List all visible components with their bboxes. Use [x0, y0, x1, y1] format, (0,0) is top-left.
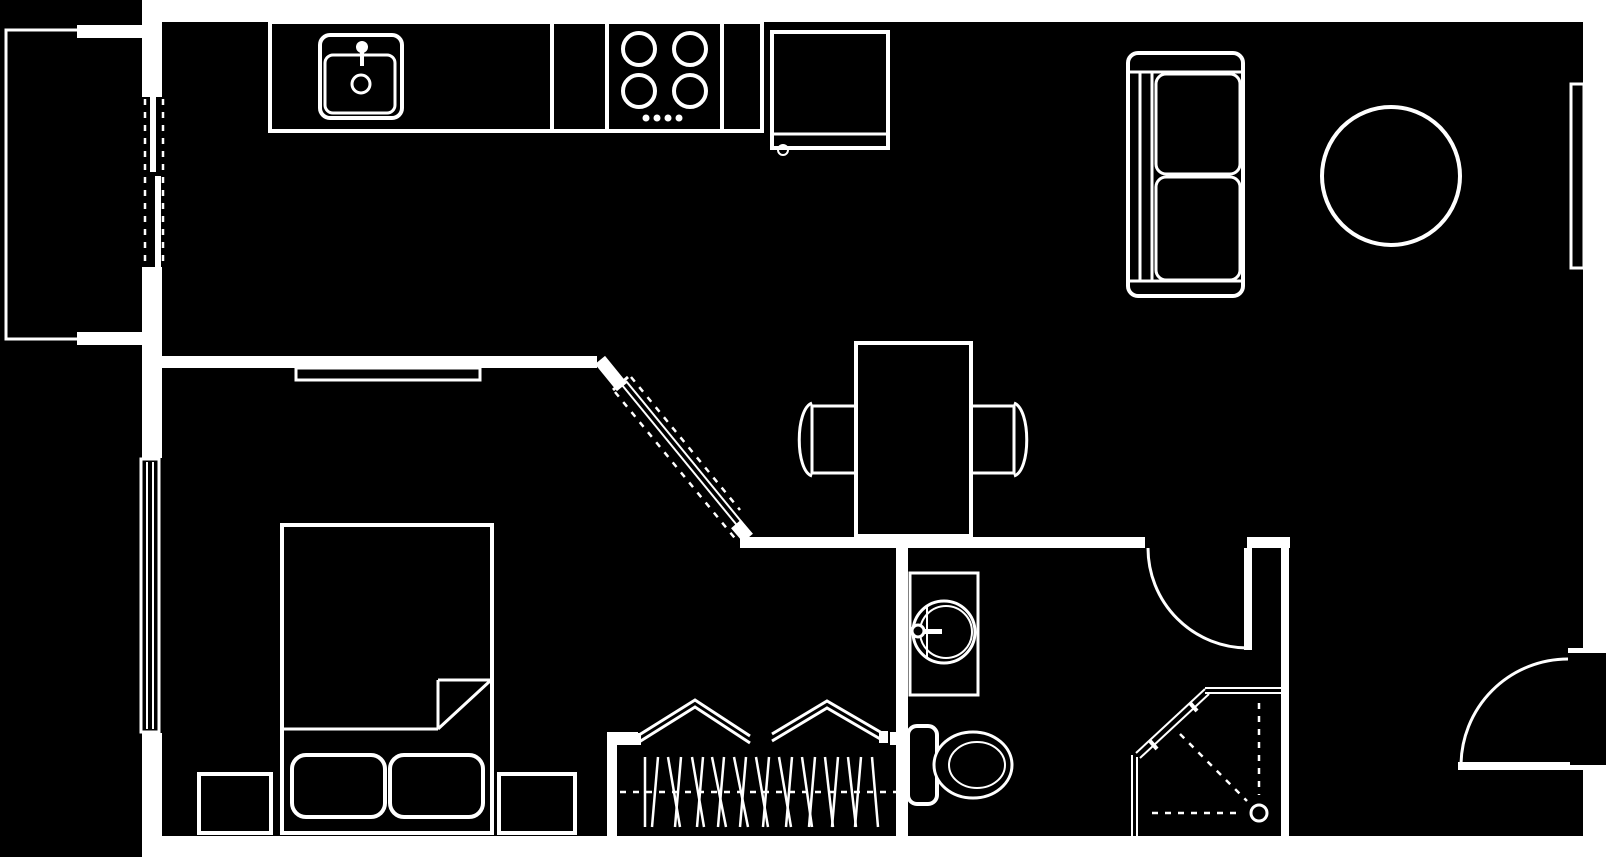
bathroom-sink-icon [908, 571, 980, 697]
walls [142, 0, 1606, 857]
toilet-icon [906, 724, 1014, 806]
radiator-icon [294, 366, 482, 382]
dining-chair-right-icon [968, 401, 1029, 478]
nightstand-left-icon [197, 772, 273, 835]
pillow-left-icon [290, 753, 387, 819]
sofa-icon [1126, 51, 1245, 298]
balcony [4, 25, 142, 345]
stove-icon [621, 31, 708, 122]
nightstand-right-icon [497, 772, 577, 835]
window-left-icon [139, 457, 161, 734]
dining-table-icon [854, 341, 973, 538]
bathroom-door-icon [1146, 547, 1252, 650]
kitchen-sink-icon [318, 33, 404, 120]
window-right-icon [1569, 82, 1586, 270]
closet-icon [620, 756, 903, 828]
shower-icon [1131, 687, 1281, 836]
sliding-door-icon [612, 375, 750, 543]
dining-chair-left-icon [797, 401, 860, 478]
round-table-icon [1320, 105, 1462, 247]
entry-door-icon [1458, 657, 1570, 770]
pillow-right-icon [388, 753, 485, 819]
balcony-door [143, 97, 165, 267]
refrigerator-icon [770, 30, 890, 156]
closet-doors-icon [632, 698, 888, 745]
